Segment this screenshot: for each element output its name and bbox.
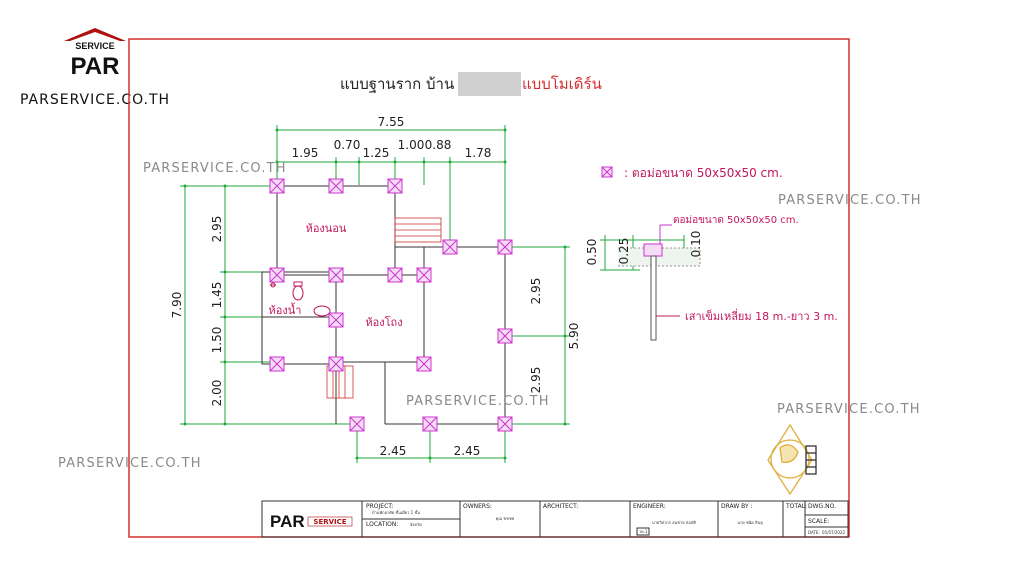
redacted-name-box xyxy=(458,72,521,96)
tb-architect-label: ARCHITECT: xyxy=(543,503,578,510)
titleblock-logo-service: SERVICE xyxy=(313,518,346,526)
tb-engineer-label: ENGINEER: xyxy=(633,503,666,510)
footing-marker xyxy=(497,239,513,255)
footing-marker xyxy=(497,328,513,344)
footing-marker xyxy=(497,416,513,432)
site-url: PARSERVICE.CO.TH xyxy=(20,92,171,108)
tb-scale-label: SCALE: xyxy=(808,518,829,525)
tb-engineer-code: วย.1 xyxy=(639,529,648,534)
titleblock-logo-par: PAR xyxy=(270,512,305,531)
footing-section-detail xyxy=(600,224,701,341)
tb-project-value: บ้านพักอาศัย ชั้นเดียว 1 ชั้น xyxy=(372,508,420,515)
tb-project-label: PROJECT: xyxy=(366,503,393,510)
tb-owners-label: OWNERS: xyxy=(463,503,492,510)
watermark-1: PARSERVICE.CO.TH xyxy=(143,161,287,176)
dim-top-6: 1.78 xyxy=(465,146,492,160)
footing-marker xyxy=(269,267,285,283)
logo-par-text: PAR xyxy=(71,53,120,78)
watermark-4: PARSERVICE.CO.TH xyxy=(777,402,921,417)
tb-draw-value: นาย ชนิด สินธุ xyxy=(737,520,763,526)
dim-top-5: 0.88 xyxy=(425,138,452,152)
footing-marker xyxy=(422,416,438,432)
tb-engineer-value: นายวิศวกร สมชาย สมบัติ xyxy=(652,520,696,525)
footing-marker xyxy=(349,416,365,432)
par-service-logo: SERVICE PAR xyxy=(60,26,130,80)
dim-bottom-1: 2.45 xyxy=(380,444,407,458)
footing-marker xyxy=(328,267,344,283)
footing-marker xyxy=(328,312,344,328)
title-block xyxy=(261,500,849,538)
footing-markers xyxy=(269,178,513,432)
dim-left-total: 7.90 xyxy=(170,292,184,319)
dim-top-3: 1.25 xyxy=(363,146,390,160)
dim-top-total: 7.55 xyxy=(378,115,405,129)
section-pile-label: เสาเข็มเหลี่ยม 18 m.-ยาว 3 m. xyxy=(685,308,838,323)
section-dim-050: 0.50 xyxy=(585,239,599,266)
dim-right-2: 2.95 xyxy=(529,367,543,394)
sheet-frame xyxy=(128,38,850,538)
section-dim-025: 0.25 xyxy=(617,238,631,265)
footing-marker xyxy=(416,267,432,283)
room-hall: ห้องโถง xyxy=(365,315,402,329)
dim-bottom-2: 2.45 xyxy=(454,444,481,458)
tb-location-label: LOCATION: xyxy=(366,521,398,528)
north-arrow-emblem xyxy=(767,423,817,496)
bathroom-fixtures xyxy=(270,281,331,317)
tb-date-label: DATE: xyxy=(808,530,820,535)
dimension-ticks xyxy=(183,128,567,460)
watermark-2: PARSERVICE.CO.TH xyxy=(778,193,922,208)
dim-top-1: 1.95 xyxy=(292,146,319,160)
tb-location-value: จังหวัด xyxy=(410,522,422,527)
footing-marker xyxy=(269,356,285,372)
footing-marker xyxy=(269,178,285,194)
dim-top-4: 1.00 xyxy=(398,138,425,152)
footing-marker xyxy=(328,178,344,194)
dim-left-2: 1.45 xyxy=(210,282,224,309)
footing-marker xyxy=(328,356,344,372)
tb-owners-value: คุณ ชชชช xyxy=(496,516,515,522)
drawing-title-red: แบบโมเดิร์น xyxy=(522,75,602,93)
room-bathroom: ห้องน้ำ xyxy=(269,302,302,317)
footing-marker xyxy=(387,267,403,283)
section-dim-010: 0.10 xyxy=(689,231,703,258)
room-bedroom: ห้องนอน xyxy=(306,222,347,235)
dim-left-3: 1.50 xyxy=(210,327,224,354)
tb-total-label: TOTAL: xyxy=(785,503,807,510)
dim-left-4: 2.00 xyxy=(210,380,224,407)
dim-top-2: 0.70 xyxy=(334,138,361,152)
footing-marker xyxy=(416,356,432,372)
section-footing-label: ตอม่อขนาด 50x50x50 cm. xyxy=(673,215,799,226)
legend-text: : ตอม่อขนาด 50x50x50 cm. xyxy=(624,166,783,180)
logo-service-text: SERVICE xyxy=(75,41,114,51)
watermark-5: PARSERVICE.CO.TH xyxy=(58,456,202,471)
tb-draw-label: DRAW BY : xyxy=(721,503,753,510)
dim-right-1: 2.95 xyxy=(529,278,543,305)
tb-date-value: 05/07/2022 xyxy=(822,530,846,535)
dim-left-1: 2.95 xyxy=(210,216,224,243)
footing-marker xyxy=(442,239,458,255)
dim-right-total: 5.90 xyxy=(567,323,581,350)
watermark-3: PARSERVICE.CO.TH xyxy=(406,394,550,409)
drawing-title-black: แบบฐานราก บ้าน xyxy=(340,75,454,93)
tb-dwg-label: DWG.NO. xyxy=(808,503,836,510)
legend-footing: : ตอม่อขนาด 50x50x50 cm. xyxy=(601,166,783,180)
footing-marker xyxy=(387,178,403,194)
